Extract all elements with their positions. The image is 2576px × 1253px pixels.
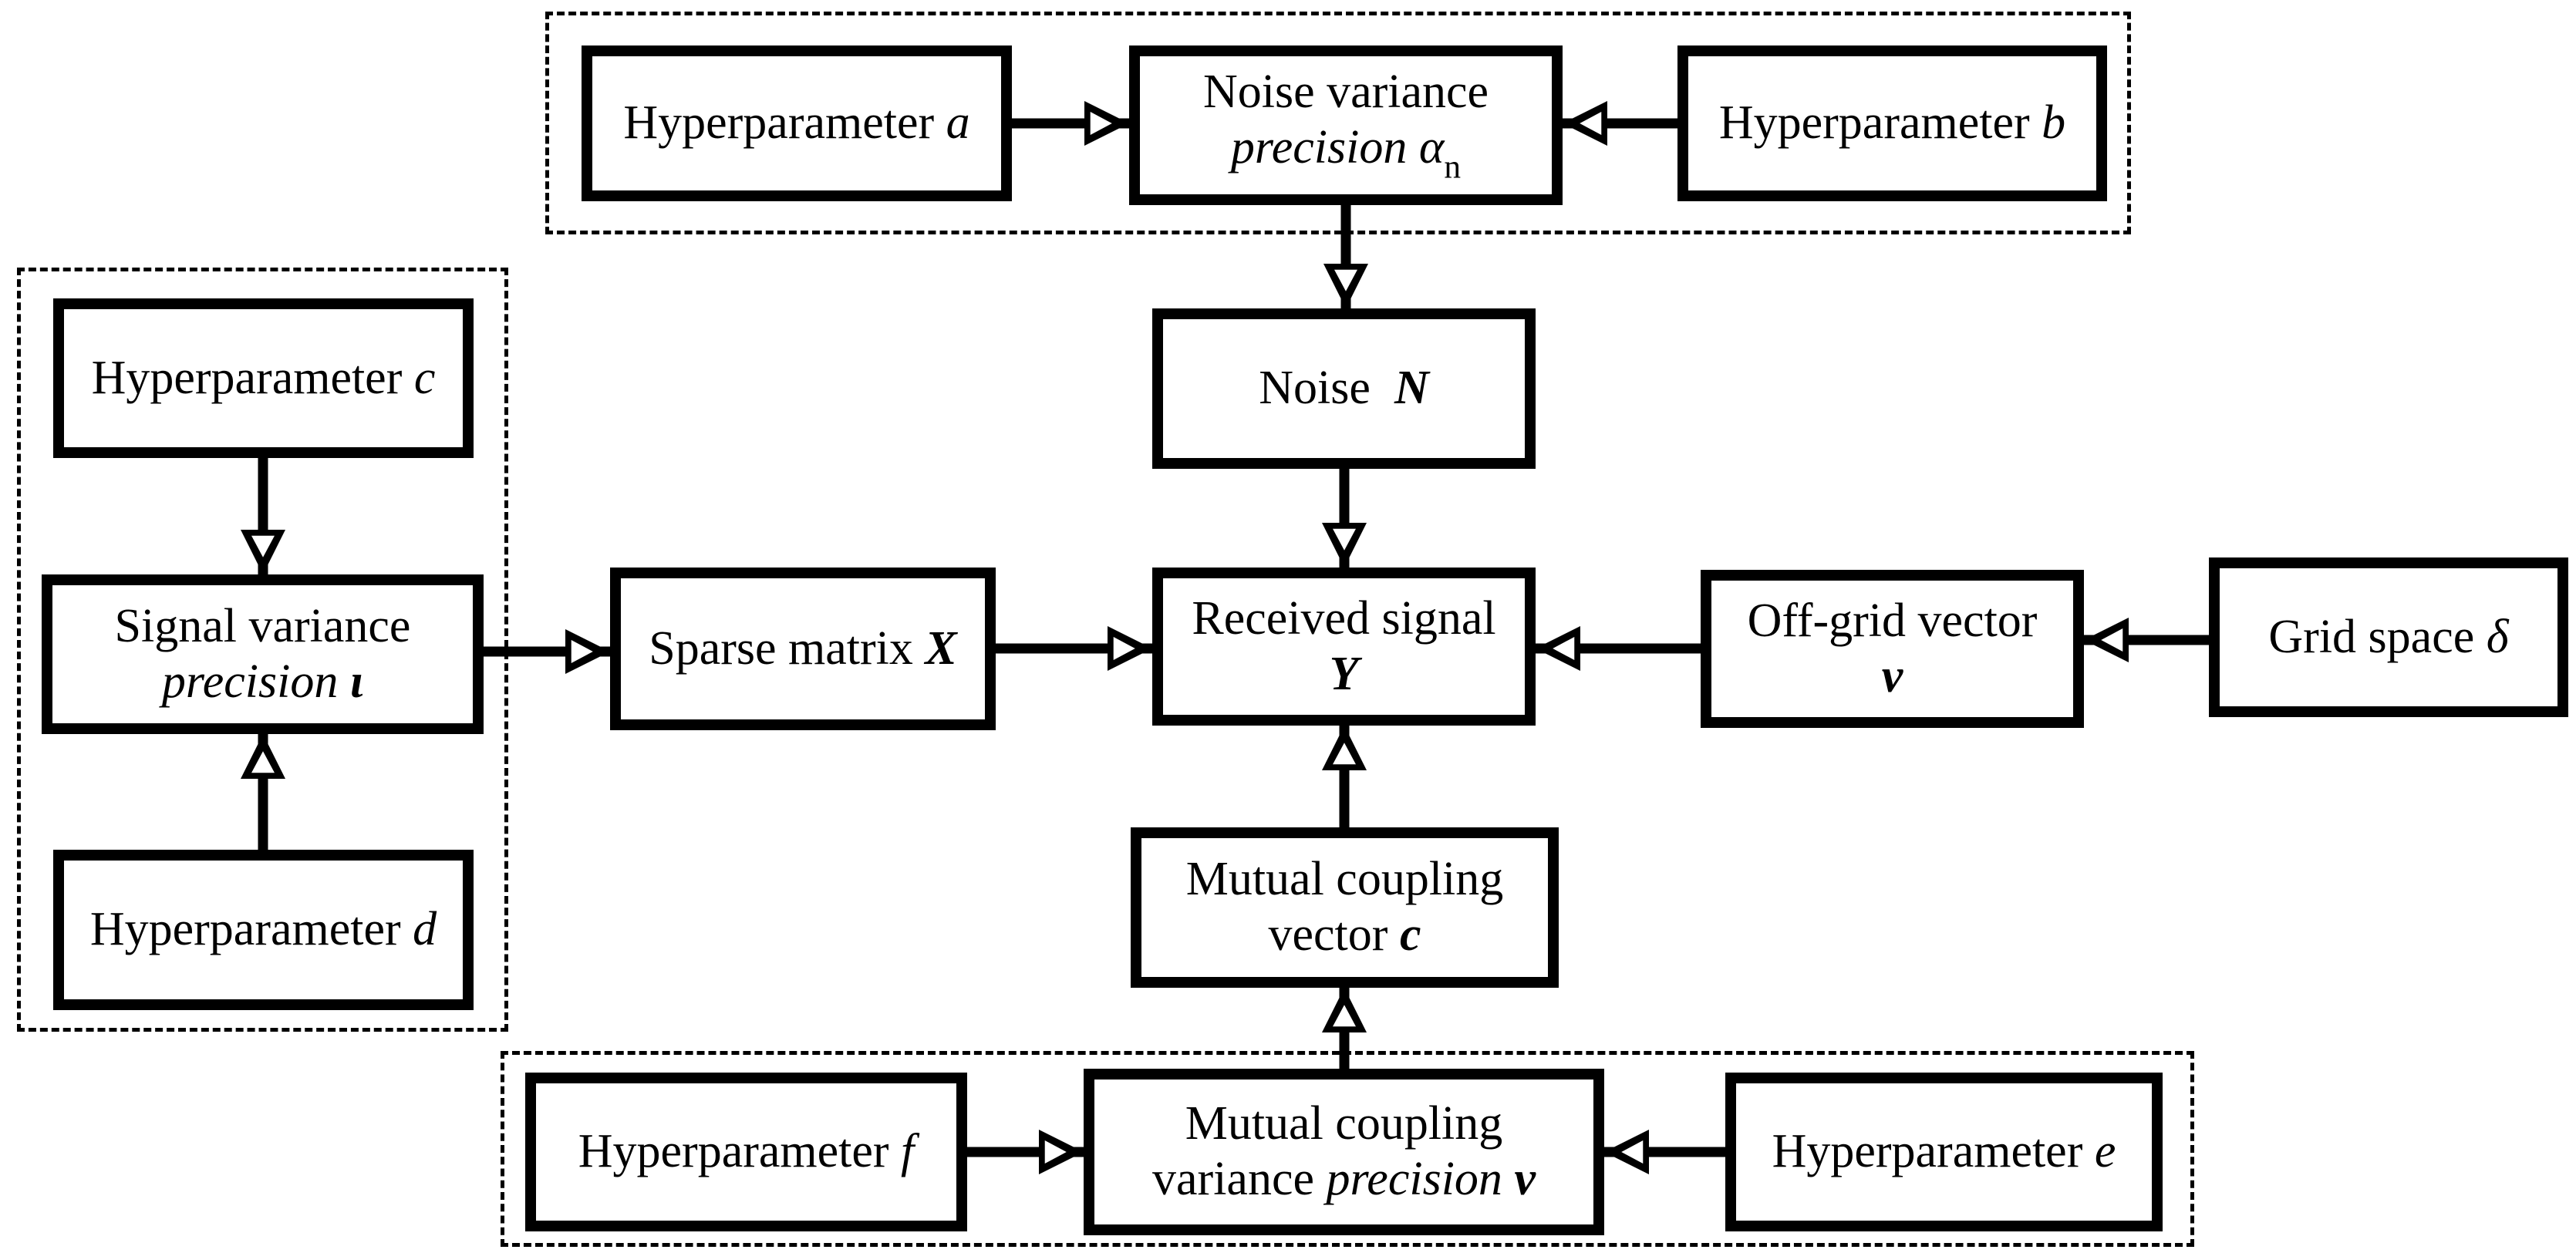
node-label: Mutual coupling bbox=[1185, 853, 1504, 906]
node-hyperparameter-d: Hyperparameter d bbox=[53, 850, 474, 1010]
node-label: precision ι bbox=[161, 655, 364, 708]
node-label: Hyperparameter d bbox=[89, 903, 437, 956]
group-noise-hyperparameters bbox=[545, 12, 2131, 234]
node-label: variance precision v bbox=[1152, 1153, 1536, 1205]
node-label: Hyperparameter e bbox=[1772, 1125, 2116, 1178]
node-signal-variance-precision: Signal variance precision ι bbox=[42, 574, 484, 734]
node-hyperparameter-b: Hyperparameter b bbox=[1677, 45, 2107, 201]
node-offgrid-vector: Off-grid vector v bbox=[1701, 570, 2084, 728]
node-label: Off-grid vector bbox=[1747, 594, 2038, 647]
node-label: vector c bbox=[1268, 908, 1421, 961]
node-label: Mutual coupling bbox=[1185, 1097, 1503, 1150]
node-noise: Noise N bbox=[1152, 308, 1536, 469]
node-received-signal: Received signal Y bbox=[1152, 568, 1536, 726]
node-mutual-coupling-vector: Mutual coupling vector c bbox=[1131, 827, 1559, 988]
node-hyperparameter-e: Hyperparameter e bbox=[1725, 1073, 2163, 1231]
node-label: precision αn bbox=[1230, 120, 1462, 186]
node-label: Signal variance bbox=[114, 599, 411, 652]
node-label: Hyperparameter a bbox=[623, 96, 970, 150]
node-label: Hyperparameter b bbox=[1718, 96, 2066, 150]
node-label: Noise variance bbox=[1202, 65, 1489, 118]
node-sparse-matrix: Sparse matrix X bbox=[610, 568, 996, 730]
node-hyperparameter-a: Hyperparameter a bbox=[582, 45, 1012, 201]
node-label: Sparse matrix X bbox=[649, 621, 957, 675]
node-label: Noise N bbox=[1259, 362, 1429, 415]
node-label: Y bbox=[1329, 647, 1359, 700]
node-hyperparameter-f: Hyperparameter f bbox=[525, 1073, 967, 1231]
node-label: Hyperparameter c bbox=[91, 351, 436, 404]
node-label: v bbox=[1881, 649, 1903, 702]
node-label: Received signal bbox=[1192, 591, 1496, 645]
node-hyperparameter-c: Hyperparameter c bbox=[53, 298, 474, 458]
node-grid-space: Grid space δ bbox=[2209, 557, 2568, 717]
node-noise-variance-precision: Noise variance precision αn bbox=[1129, 45, 1563, 205]
node-mutual-coupling-variance-precision: Mutual coupling variance precision v bbox=[1084, 1069, 1604, 1235]
node-label: Hyperparameter f bbox=[578, 1125, 915, 1178]
node-label: Grid space δ bbox=[2268, 610, 2509, 663]
